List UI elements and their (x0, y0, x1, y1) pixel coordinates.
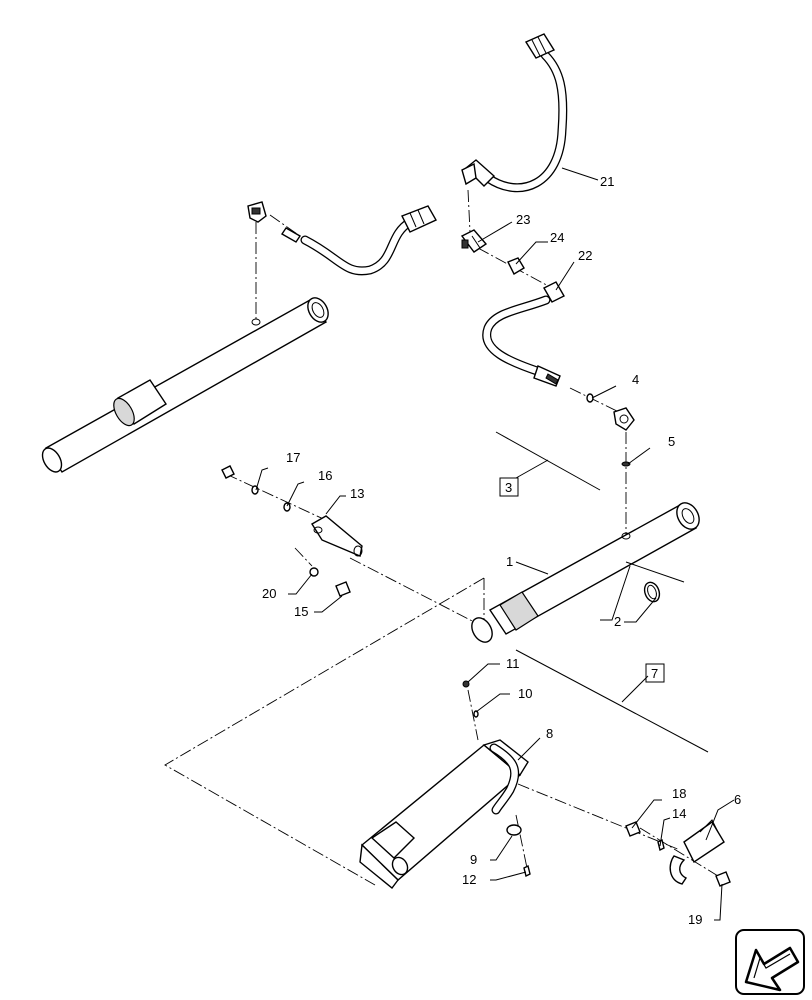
hose-22 (482, 281, 565, 387)
label-12: 12 (462, 872, 476, 887)
label-15: 15 (294, 604, 308, 619)
label-19: 19 (688, 912, 702, 927)
label-8: 8 (546, 726, 553, 741)
nut-19 (715, 871, 731, 887)
bolt-17 (221, 465, 235, 479)
pin-13 (311, 515, 363, 557)
ref-1-bracket (625, 561, 685, 583)
label-1: 1 (506, 554, 513, 569)
label-14: 14 (672, 806, 686, 821)
fitting-23 (460, 229, 488, 253)
hose-21 (461, 33, 568, 193)
boxed-label-7: 7 (651, 666, 658, 681)
hook-6 (669, 819, 725, 885)
oring-5 (621, 461, 631, 467)
disc-9 (506, 824, 522, 836)
ref-7-bracket (515, 649, 709, 753)
label-17: 17 (286, 450, 300, 465)
elbow-fitting (613, 407, 635, 431)
cylinder-1 (471, 502, 700, 643)
label-16: 16 (318, 468, 332, 483)
reference-cylinder (41, 297, 329, 473)
nut-24 (507, 257, 525, 275)
label-5: 5 (668, 434, 675, 449)
middle-hose (281, 205, 437, 276)
ref-3-bracket (495, 431, 601, 497)
bolt-15 (335, 581, 351, 597)
label-4: 4 (632, 372, 639, 387)
leader-lines (255, 167, 735, 921)
left-elbow-fitting (247, 201, 267, 223)
washer-16 (283, 502, 291, 512)
label-18: 18 (672, 786, 686, 801)
label-2: 2 (614, 614, 621, 629)
bracket-8 (359, 739, 529, 890)
label-9: 9 (470, 852, 477, 867)
label-21: 21 (600, 174, 614, 189)
label-20: 20 (262, 586, 276, 601)
bolt-12 (523, 864, 531, 878)
label-22: 22 (578, 248, 592, 263)
label-10: 10 (518, 686, 532, 701)
oring-2 (643, 581, 661, 603)
label-13: 13 (350, 486, 364, 501)
nut-11 (462, 680, 470, 688)
boxed-label-3: 3 (505, 480, 512, 495)
label-11: 11 (506, 656, 520, 671)
centerlines (164, 189, 719, 886)
label-23: 23 (516, 212, 530, 227)
label-24: 24 (550, 230, 564, 245)
label-6: 6 (734, 792, 741, 807)
bolt-18 (625, 821, 641, 837)
callout-labels: 21 23 24 22 4 5 17 16 13 1 20 15 2 11 10… (262, 174, 741, 927)
arrow-icon[interactable] (735, 929, 805, 995)
washer-10 (473, 710, 479, 718)
